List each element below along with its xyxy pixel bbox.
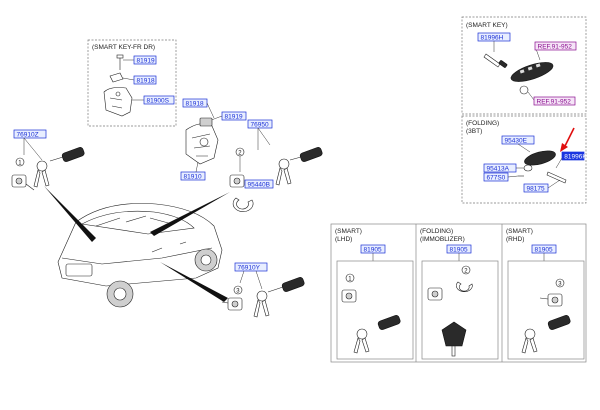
part-number-81900S[interactable]: 81900S <box>147 97 170 104</box>
lock-cylinder-icon <box>221 297 243 311</box>
callout-1: 1 <box>348 276 352 282</box>
callout-1: 1 <box>18 160 22 166</box>
part-number-81996K[interactable]: 81996K <box>564 153 587 160</box>
folding-3bt-frame <box>461 115 587 204</box>
callout-1-circle <box>15 157 25 167</box>
section-title-line2: (3BT) <box>466 128 482 135</box>
part-number-81918[interactable]: 81918 <box>186 100 204 107</box>
part-number-81996H[interactable]: 81996H <box>481 34 504 41</box>
door-handle-housing-icon <box>103 87 133 117</box>
part-number-95413A[interactable]: 95413A <box>487 165 510 172</box>
reference-91-952[interactable]: REF.91-952 <box>537 98 572 105</box>
section-title: (SMART KEY-FR DR) <box>92 44 155 51</box>
folding-immobilizer-column: (FOLDING) (IMMOBLIZER) 81905 2 <box>420 228 499 360</box>
key-fob-icon <box>289 147 323 162</box>
column-title-line1: (FOLDING) <box>420 228 453 235</box>
folding-3bt-group: (FOLDING) (3BT) 95430E 81996K 95413A 677… <box>461 115 587 204</box>
pointer-wedge <box>160 262 228 302</box>
clip-icon <box>109 72 124 83</box>
ignition-lock-group: 81918 81919 76950 81910 2 95440B <box>180 98 323 212</box>
ignition-assembly-icon <box>185 117 219 165</box>
folding-key-icon <box>441 321 467 357</box>
part-number-81905[interactable]: 81905 <box>450 246 468 253</box>
smart-key-frame <box>461 16 587 115</box>
pointer-wedge <box>150 192 230 236</box>
part-number-81918[interactable]: 81918 <box>137 77 155 84</box>
battery-icon <box>523 164 533 172</box>
section-title-line1: (FOLDING) <box>466 120 499 127</box>
screw-icon <box>116 54 124 70</box>
smart-key-fob-icon <box>510 62 554 82</box>
callout-3-circle <box>233 285 243 295</box>
key-icon <box>33 160 50 188</box>
tail-light-icon <box>65 263 93 277</box>
callout-3: 3 <box>236 288 240 294</box>
part-number-81919[interactable]: 81919 <box>225 113 243 120</box>
key-variants-frame <box>330 223 587 363</box>
part-number-81910[interactable]: 81910 <box>184 173 202 180</box>
column-title-line1: (SMART) <box>335 228 362 235</box>
smart-lhd-column: (SMART) (LHD) 81905 1 <box>335 228 414 360</box>
lock-cylinder-icon <box>229 174 245 188</box>
part-number-98175[interactable]: 98175 <box>527 185 545 192</box>
section-title: (SMART KEY) <box>466 22 508 29</box>
smart-key-group: (SMART KEY) 81996H REF.91-952 REF.91-952 <box>461 16 587 115</box>
part-number-95430E[interactable]: 95430E <box>505 137 528 144</box>
callout-2: 2 <box>464 268 468 274</box>
key-fob-icon <box>267 277 305 293</box>
door-lock-left-group: 76910Z 1 <box>11 129 85 191</box>
key-icon <box>353 328 370 354</box>
part-number-76950[interactable]: 76950 <box>251 121 269 128</box>
part-number-677S0[interactable]: 677S0 <box>487 174 506 181</box>
callout-2: 2 <box>238 150 242 156</box>
emergency-key-blade-icon <box>483 53 508 68</box>
part-number-76910Y[interactable]: 76910Y <box>238 264 261 271</box>
ring-icon <box>232 197 254 212</box>
part-number-81919[interactable]: 81919 <box>137 57 155 64</box>
part-number-95440B[interactable]: 95440B <box>248 181 270 188</box>
reference-91-952[interactable]: REF.91-952 <box>538 43 573 50</box>
key-icon <box>275 158 292 186</box>
part-number-76910Z[interactable]: 76910Z <box>17 131 39 138</box>
battery-icon <box>519 85 529 95</box>
smart-key-fr-dr-group: (SMART KEY-FR DR) 81919 81918 81900S <box>87 39 177 127</box>
column-title-line1: (SMART) <box>506 228 533 235</box>
tailgate-lock-group: 76910Y 3 <box>221 262 305 318</box>
lock-cylinder-icon <box>539 293 563 307</box>
key-icon <box>521 328 538 354</box>
smart-rhd-column: (SMART) (RHD) 81905 3 <box>506 228 585 360</box>
pointer-wedge <box>44 186 96 242</box>
key-fob-icon <box>377 315 401 330</box>
key-variants-panel: (SMART) (LHD) 81905 1 (FOLDING) <box>330 223 587 363</box>
highlight-arrow-icon <box>560 127 575 152</box>
lock-cylinder-icon <box>427 287 443 301</box>
part-number-81905[interactable]: 81905 <box>364 246 382 253</box>
key-fob-icon <box>49 147 85 162</box>
lock-cylinder-icon <box>11 174 35 191</box>
column-title-line2: (RHD) <box>506 236 524 243</box>
part-number-81905[interactable]: 81905 <box>535 246 553 253</box>
key-fob-icon <box>547 315 571 330</box>
key-blade-icon <box>546 171 567 184</box>
column-title-line2: (LHD) <box>335 236 352 243</box>
lock-cylinder-icon <box>341 289 357 303</box>
ring-icon <box>456 281 473 292</box>
callout-3: 3 <box>558 281 562 287</box>
smart-key-fr-dr-frame <box>87 39 177 127</box>
column-title-line2: (IMMOBLIZER) <box>420 236 465 243</box>
car-illustration <box>44 186 230 308</box>
folding-key-fob-icon <box>524 150 556 166</box>
key-icon <box>253 290 270 318</box>
